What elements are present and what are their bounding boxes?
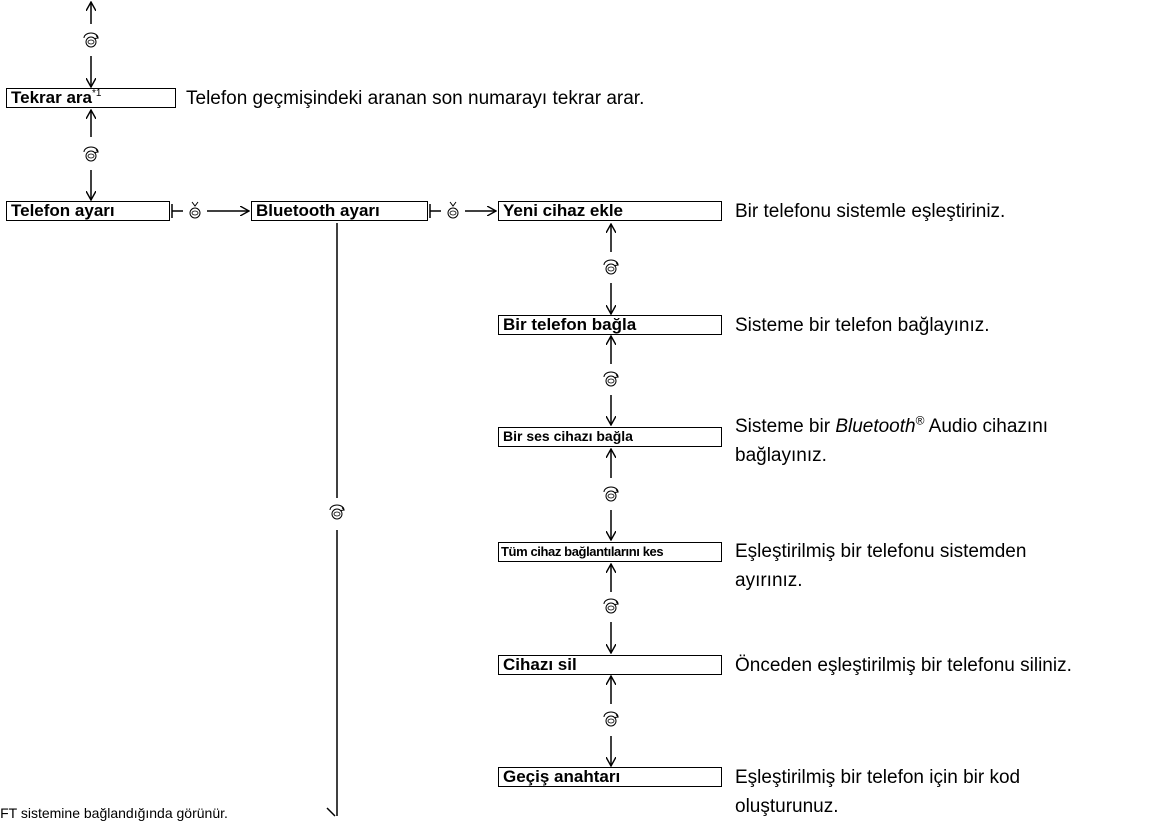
selector-knob-press-icon [189,201,201,219]
audio-desc-suffix: Audio cihazını [924,416,1049,437]
redial-footnote-marker: *1 [91,88,102,99]
menu-item-phone-setup[interactable]: Telefon ayarı [6,201,170,221]
connect-phone-description: Sisteme bir telefon bağlayınız. [735,315,990,336]
redial-label: Tekrar ara [11,88,92,107]
menu-item-disconnect-all-devices[interactable]: Tüm cihaz bağlantılarını kes [498,542,722,562]
audio-desc-registered: ® [915,413,925,428]
selector-knob-rotate-icon [603,486,619,502]
passkey-description: Eşleştirilmiş bir telefon için bir kod ol… [735,763,1020,821]
delete-device-description: Önceden eşleştirilmiş bir telefonu silin… [735,655,1072,676]
bluetooth-setup-label: Bluetooth ayarı [256,201,380,220]
passkey-label: Geçiş anahtarı [503,767,621,786]
audio-desc-line2: bağlayınız. [735,445,827,466]
redial-description: Telefon geçmişindeki aranan son numarayı… [186,88,645,109]
menu-item-connect-audio-device[interactable]: Bir ses cihazı bağla [498,427,722,447]
menu-item-redial[interactable]: Tekrar ara*1 [6,88,176,108]
disconnect-all-label: Tüm cihaz bağlantılarını kes [501,544,664,559]
passkey-desc-line1: Eşleştirilmiş bir telefon için bir kod [735,767,1021,788]
add-new-device-description: Bir telefonu sistemle eşleştiriniz. [735,201,1006,222]
connect-phone-label: Bir telefon bağla [503,315,637,334]
passkey-desc-line2: oluşturunuz. [735,796,839,817]
footnote: HFT sistemine bağlandığında görünür. [0,805,228,821]
selector-knob-rotate-icon [603,371,619,387]
audio-desc-prefix: Sisteme bir [735,416,836,437]
selector-knob-rotate-icon [603,259,619,275]
phone-setup-label: Telefon ayarı [11,201,115,220]
selector-knob-rotate-icon [83,146,99,162]
disconnect-desc-line1: Eşleştirilmiş bir telefonu sistemden [735,541,1027,562]
selector-knob-press-icon [447,201,459,219]
disconnect-all-description: Eşleştirilmiş bir telefonu sistemden ayır… [735,537,1026,595]
selector-knob-rotate-icon [83,32,99,48]
menu-item-connect-phone[interactable]: Bir telefon bağla [498,315,722,335]
connect-audio-device-label: Bir ses cihazı bağla [503,428,633,444]
delete-device-label: Cihazı sil [503,655,577,674]
menu-item-bluetooth-setup[interactable]: Bluetooth ayarı [251,201,428,221]
connect-audio-device-description: Sisteme bir Bluetooth® Audio cihazını bağ… [735,412,1048,470]
selector-knob-rotate-icon [329,504,345,520]
menu-item-delete-device[interactable]: Cihazı sil [498,655,722,675]
audio-desc-brand: Bluetooth [835,416,916,437]
disconnect-desc-line2: ayırınız. [735,570,803,591]
selector-knob-rotate-icon [603,711,619,727]
add-new-device-label: Yeni cihaz ekle [503,201,624,220]
selector-knob-rotate-icon [603,598,619,614]
menu-item-passkey[interactable]: Geçiş anahtarı [498,767,722,787]
menu-item-add-new-device[interactable]: Yeni cihaz ekle [498,201,722,221]
